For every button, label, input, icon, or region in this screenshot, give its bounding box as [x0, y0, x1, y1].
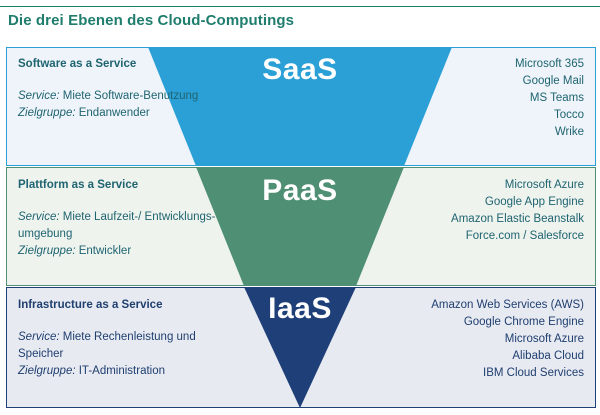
paas-examples: Microsoft Azure Google App Engine Amazon…: [394, 177, 584, 245]
saas-example: Google Mail: [522, 75, 584, 87]
iaas-examples: Amazon Web Services (AWS) Google Chrome …: [394, 297, 584, 382]
iaas-example: IBM Cloud Services: [483, 367, 584, 379]
saas-audience-value: Endanwender: [75, 107, 150, 119]
saas-example: Microsoft 365: [514, 58, 584, 70]
paas-example: Google App Engine: [484, 196, 584, 208]
iaas-example: Google Chrome Engine: [463, 316, 584, 328]
paas-info: Plattform as a Service Service: Miete La…: [18, 177, 228, 260]
paas-heading: Plattform as a Service: [18, 179, 139, 191]
saas-audience-key: Zielgruppe:: [18, 107, 76, 119]
paas-service-value: Miete Laufzeit-/ Entwicklungs-umgebung: [18, 211, 216, 240]
saas-heading: Software as a Service: [18, 58, 137, 70]
saas-service-value: Miete Software-Benutzung: [59, 90, 199, 102]
paas-service-key: Service:: [18, 211, 60, 223]
paas-example: Force.com / Salesforce: [465, 230, 584, 242]
saas-service: Service: Miete Software-Benutzung: [18, 88, 228, 105]
saas-example: Tocco: [553, 109, 584, 121]
paas-audience-key: Zielgruppe:: [18, 245, 76, 257]
iaas-audience-value: IT-Administration: [75, 365, 166, 377]
paas-example: Microsoft Azure: [504, 179, 584, 191]
top-divider: [0, 6, 600, 7]
paas-audience: Zielgruppe: Entwickler: [18, 243, 228, 260]
iaas-audience-key: Zielgruppe:: [18, 365, 76, 377]
iaas-service-value: Miete Rechenleistung und Speicher: [18, 331, 196, 360]
saas-info: Software as a Service Service: Miete Sof…: [18, 56, 228, 122]
saas-label: SaaS: [262, 53, 338, 86]
iaas-example: Alibaba Cloud: [512, 350, 584, 362]
paas-service: Service: Miete Laufzeit-/ Entwicklungs-u…: [18, 209, 228, 243]
saas-service-key: Service:: [18, 90, 60, 102]
saas-examples: Microsoft 365 Google Mail MS Teams Tocco…: [394, 56, 584, 141]
paas-audience-value: Entwickler: [75, 245, 132, 257]
iaas-example: Amazon Web Services (AWS): [431, 299, 584, 311]
paas-label: PaaS: [262, 174, 338, 207]
saas-example: MS Teams: [529, 92, 584, 104]
page-title: Die drei Ebenen des Cloud-Computings: [8, 12, 295, 29]
paas-example: Amazon Elastic Beanstalk: [451, 213, 584, 225]
iaas-label: IaaS: [268, 292, 332, 325]
iaas-example: Microsoft Azure: [504, 333, 584, 345]
iaas-service: Service: Miete Rechenleistung und Speich…: [18, 329, 228, 363]
saas-example: Wrike: [554, 126, 584, 138]
iaas-service-key: Service:: [18, 331, 60, 343]
saas-audience: Zielgruppe: Endanwender: [18, 105, 228, 122]
iaas-heading: Infrastructure as a Service: [18, 299, 163, 311]
iaas-info: Infrastructure as a Service Service: Mie…: [18, 297, 228, 380]
iaas-audience: Zielgruppe: IT-Administration: [18, 363, 228, 380]
